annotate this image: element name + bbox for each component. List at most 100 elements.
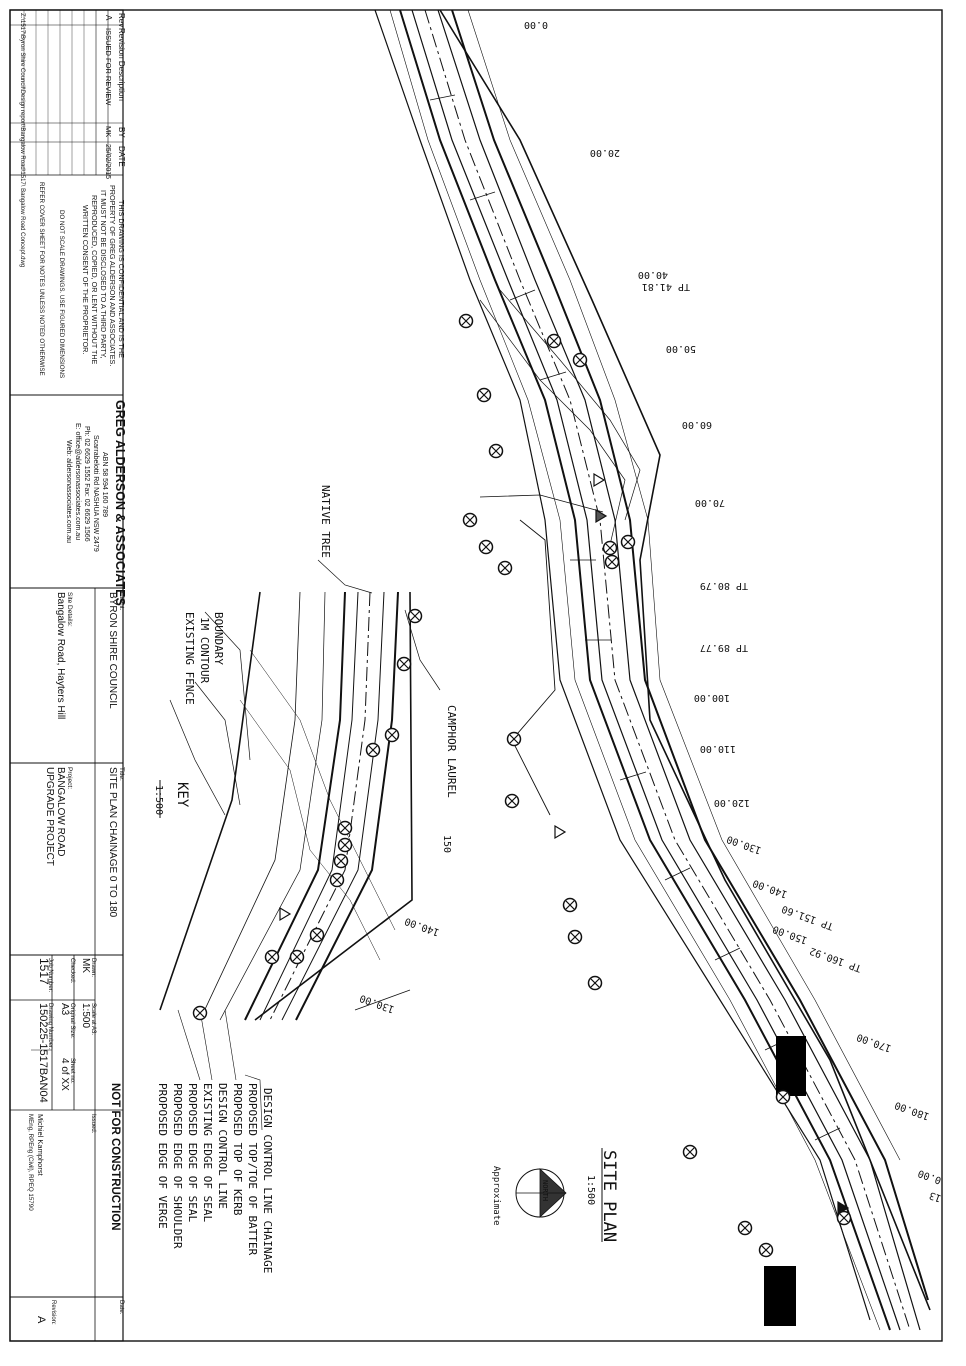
tree-icon — [758, 1242, 774, 1258]
company-address: Scarrabelotti Rd NASHUA NSW 2479 — [92, 435, 99, 552]
drawing-number: 150225-1517BAN04 — [37, 1003, 49, 1103]
site-plan-title: SITE PLAN — [599, 1150, 619, 1242]
client-label: Client: — [118, 592, 125, 611]
chainage-labels: 0.00 20.00 40.00 TP 41.81 50.00 60.00 70… — [524, 19, 943, 1204]
company-abn: ABN 58 594 160 789 — [101, 452, 108, 517]
tree-icon — [775, 1089, 791, 1105]
legend-item: EXISTING EDGE OF SEAL — [201, 1083, 214, 1222]
camphor-laurel-label: CAMPHOR LAUREL — [445, 705, 458, 798]
chainage-label: TP 80.79 — [700, 580, 748, 591]
confidential-line: IT MUST NOT BE DISCLOSED TO A THIRD PART… — [99, 190, 108, 359]
leader-boundary — [204, 611, 251, 761]
drawn-label: Drawn: — [90, 958, 96, 977]
chainage-label: 40.00 — [638, 269, 668, 280]
drawing-number-label: Drawing Number: — [47, 1003, 53, 1050]
main-plan — [374, 9, 931, 1331]
rev-desc-header: Revision Description — [117, 28, 126, 101]
tree-icon — [572, 352, 588, 368]
north-arrow-icon: NORTH — [515, 1168, 567, 1218]
job-label: Job Number: — [47, 958, 53, 993]
leader-native-tree — [479, 494, 604, 513]
tree-icon — [604, 554, 620, 570]
boundary-label: BOUNDARY — [212, 612, 225, 665]
boundary-line-west — [374, 9, 871, 1321]
tree-icon — [407, 608, 423, 624]
chainage-label: 120.00 — [714, 797, 750, 808]
key-chainage: 150 — [441, 835, 452, 853]
sheet-label: Sheet no: — [69, 1058, 75, 1084]
engineer-name: Michiel Kamphorst — [36, 1114, 45, 1177]
chainage-label: 0.00 — [917, 1167, 943, 1186]
chainage-label: 140.00 — [751, 877, 789, 900]
chainage-label: 110.00 — [700, 743, 736, 754]
company-phone: Ph: 02 6629 1552 Fax: 02 6629 1566 — [83, 426, 90, 542]
site-plan-heading: SITE PLAN 1:500 — [585, 1148, 619, 1242]
redaction-box — [764, 1266, 796, 1326]
tree-icon — [462, 512, 478, 528]
chainage-label: 60.00 — [682, 419, 712, 430]
title-label: Title: — [118, 767, 125, 781]
chainage-label: 180.00 — [893, 1099, 931, 1122]
file-path: Z:\1517\Byron Shire Council\Design repor… — [19, 13, 25, 267]
project-name-1: BANGALOW ROAD — [55, 767, 66, 856]
tree-icon — [337, 820, 353, 836]
drawn-by: MK — [80, 958, 91, 973]
tree-icon — [478, 539, 494, 555]
engineer-quals: MEng, RPEng (Civil), RPEQ 15790 — [27, 1114, 34, 1211]
key-boundary-west — [159, 591, 261, 1011]
chainage-label: 100.00 — [694, 692, 730, 703]
chainage-label: TP 89.77 — [700, 642, 748, 653]
batter-line-west — [389, 9, 881, 1331]
company-web: Web: aldersonassociates.com.au — [65, 440, 72, 543]
legend-item: PROPOSED TOP OF KERB — [231, 1083, 244, 1216]
tree-icon — [192, 1005, 208, 1021]
chainage-label: 130.00 — [725, 833, 763, 856]
contour-label: 1M CONTOUR — [198, 617, 211, 684]
revision-label: Revision: — [50, 1300, 56, 1325]
key-view — [159, 559, 441, 1131]
tree-icon — [567, 929, 583, 945]
tree-icon — [836, 1210, 852, 1226]
confidential-line: THIS DRAWING IS CONFIDENTIAL AND IS THE — [117, 200, 126, 358]
size-value: A3 — [59, 1003, 70, 1016]
chainage-label: TP 151.60 — [780, 903, 835, 932]
tree-icon — [504, 793, 520, 809]
approximate-label: Approximate — [491, 1166, 501, 1226]
rev-by: MK — [104, 126, 113, 137]
refer-cover-note: REFER COVER SHEET FOR NOTES UNLESS NOTED… — [38, 182, 45, 376]
tree-icon — [737, 1220, 753, 1236]
leader-contour — [194, 681, 241, 806]
tree-icon — [329, 872, 345, 888]
site-label: Site Details: — [66, 592, 73, 627]
edge-of-seal-2 — [411, 9, 901, 1331]
tree-icon — [587, 975, 603, 991]
survey-traverse — [511, 519, 556, 816]
leader-fence — [169, 699, 226, 816]
rev-description: ISSUED FOR REVIEW — [104, 28, 113, 106]
company-name: GREG ALDERSON & ASSOCIATES — [113, 400, 127, 606]
tree-icon — [497, 560, 513, 576]
tree-icon — [488, 443, 504, 459]
key-chainage: 130.00 — [358, 992, 396, 1015]
key-control-line — [269, 591, 371, 1021]
sheet-border — [9, 9, 943, 1342]
tree-icon — [337, 837, 353, 853]
tree-icon — [682, 1144, 698, 1160]
key-boundary-east — [254, 591, 413, 1021]
edge-of-seal-4 — [451, 9, 929, 1301]
rev-by-header: BY — [117, 127, 126, 138]
tree-symbols — [192, 313, 852, 1258]
chainage-label: TP 160.92 — [808, 945, 863, 974]
client-name: BYRON SHIRE COUNCIL — [107, 592, 118, 709]
scale-label: Scale at A3: — [90, 1003, 96, 1035]
rev-header: Rev — [117, 13, 126, 27]
tree-icon — [546, 333, 562, 349]
edge-of-seal-3 — [437, 9, 921, 1331]
design-control-line — [424, 9, 911, 1331]
key-scale: 1:500 — [153, 785, 164, 815]
do-not-scale-note: DO NOT SCALE DRAWINGS. USE FIGURED DIMEN… — [58, 210, 65, 378]
date-label: Date: — [118, 1300, 124, 1315]
chainage-label: 50.00 — [666, 343, 696, 354]
tree-icon — [562, 897, 578, 913]
